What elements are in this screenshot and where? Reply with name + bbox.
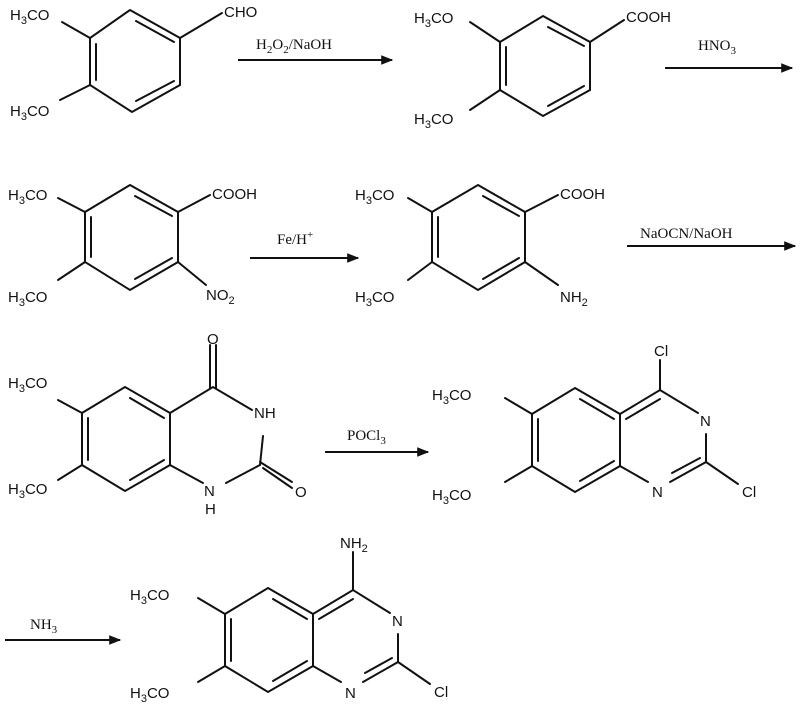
methoxy-label: H3CO: [130, 587, 169, 607]
carboxyl-label: COOH: [212, 186, 257, 203]
reagent-label-3: Fe/H+: [277, 229, 313, 248]
chlorine-label: Cl: [742, 484, 756, 501]
chlorine-label: Cl: [654, 343, 668, 360]
n-label: N: [204, 483, 215, 500]
methoxy-label: H3CO: [8, 481, 47, 501]
reaction-arrow-6: NH3: [5, 617, 122, 645]
methoxy-label: H3CO: [355, 187, 394, 207]
reaction-arrow-3: Fe/H+: [250, 229, 360, 263]
methoxy-label: H3CO: [414, 10, 453, 30]
methoxy-label: H3CO: [8, 187, 47, 207]
carboxyl-label: COOH: [560, 186, 605, 203]
compound-dichloroquinazoline: Cl N N Cl H3CO H3CO: [432, 343, 756, 507]
reagent-label-6: NH3: [30, 617, 58, 636]
methoxy-label: H3CO: [432, 387, 471, 407]
n-label: N: [345, 685, 356, 702]
methoxy-label: H3CO: [432, 487, 471, 507]
nitro-label: NO2: [206, 287, 235, 307]
aldehyde-label: CHO: [224, 4, 257, 21]
reaction-arrow-5: POCl3: [325, 428, 430, 457]
amino-label: NH2: [340, 535, 368, 555]
compound-aminoveratric-acid: H3CO H3CO COOH NH2: [355, 183, 605, 309]
compound-nitroveratric-acid: H3CO H3CO COOH NO2: [8, 183, 257, 309]
h-label: H: [205, 501, 216, 518]
n-label: N: [652, 484, 663, 501]
compound-amino-chloroquinazoline: NH2 N N Cl H3CO H3CO: [130, 535, 448, 705]
methoxy-label: H3CO: [355, 289, 394, 309]
methoxy-label: H3CO: [10, 103, 49, 123]
methoxy-label: H3CO: [8, 375, 47, 395]
compound-veratraldehyde: H3CO H3CO CHO: [10, 4, 257, 123]
n-label: N: [392, 613, 403, 630]
reaction-arrow-1: H2O2/NaOH: [238, 37, 394, 65]
nh-label: NH: [254, 405, 276, 422]
reagent-label-2: HNO3: [698, 38, 737, 57]
reagent-label-4: NaOCN/NaOH: [640, 226, 733, 242]
carbonyl-oxygen-label: O: [295, 484, 307, 501]
reaction-arrow-4: NaOCN/NaOH: [627, 226, 797, 251]
amino-label: NH2: [560, 289, 588, 309]
methoxy-label: H3CO: [8, 289, 47, 309]
n-label: N: [700, 413, 711, 430]
methoxy-label: H3CO: [130, 685, 169, 705]
methoxy-label: H3CO: [10, 7, 49, 27]
reaction-arrow-2: HNO3: [665, 38, 794, 73]
carbonyl-oxygen-label: O: [207, 331, 219, 348]
reagent-label-1: H2O2/NaOH: [256, 37, 332, 56]
compound-veratric-acid: H3CO H3CO COOH: [414, 9, 671, 131]
carboxyl-label: COOH: [626, 9, 671, 26]
chlorine-label: Cl: [434, 684, 448, 701]
compound-quinazolinedione: O NH O N H H3CO H3CO: [8, 331, 307, 518]
methoxy-label: H3CO: [414, 111, 453, 131]
reagent-label-5: POCl3: [347, 428, 386, 447]
